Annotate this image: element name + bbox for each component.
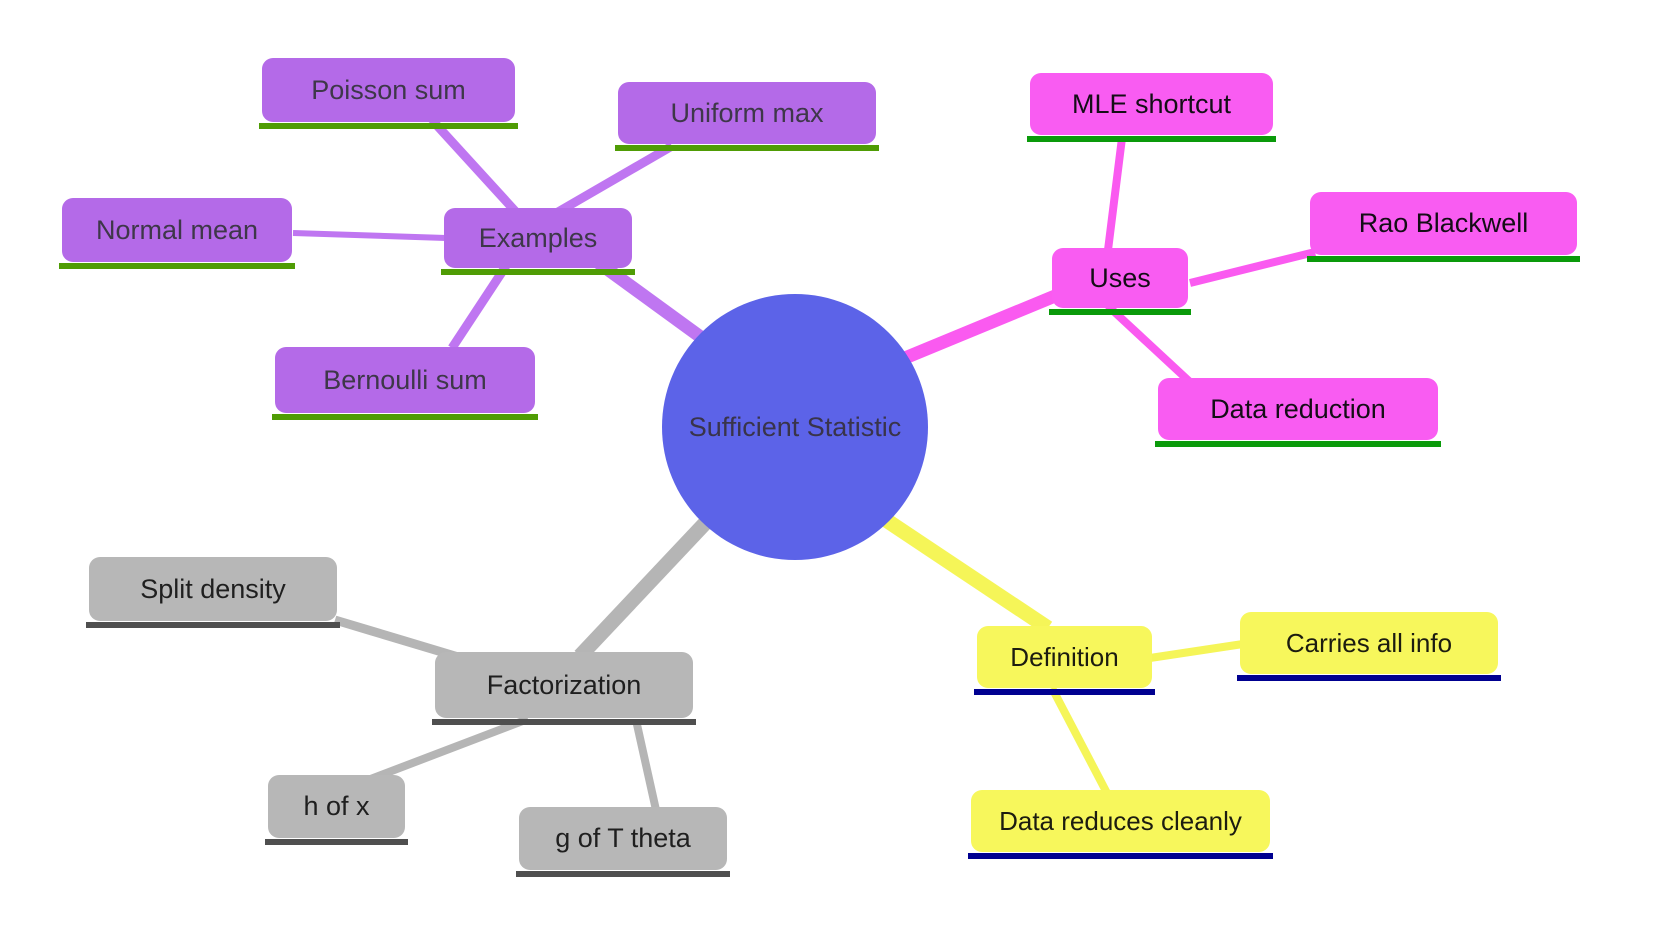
node-data-reduces-cleanly[interactable]: Data reduces cleanly [968, 790, 1273, 859]
central-node-sufficient-statistic[interactable]: Sufficient Statistic [662, 294, 928, 560]
link-bernoulli-examples [448, 263, 510, 351]
node-bernoulli-sum[interactable]: Bernoulli sum [272, 347, 538, 420]
link-goft-factorization [632, 719, 660, 811]
node-rao-blackwell[interactable]: Rao Blackwell [1307, 192, 1580, 262]
node-uses[interactable]: Uses [1049, 248, 1191, 315]
link-factorization-center [574, 512, 716, 662]
central-node-label: Sufficient Statistic [688, 411, 902, 442]
node-normal-mean-label: Normal mean [95, 214, 259, 245]
node-uses-label: Uses [1089, 262, 1151, 293]
node-split-density[interactable]: Split density [86, 557, 340, 628]
link-datareduction-uses [1105, 303, 1193, 385]
link-uniform-examples [555, 142, 675, 216]
node-h-of-x[interactable]: h of x [265, 775, 408, 845]
node-carries-all-info-label: Carries all info [1285, 627, 1453, 658]
node-data-reduces-cleanly-label: Data reduces cleanly [999, 805, 1242, 836]
node-poisson-sum-label: Poisson sum [311, 74, 466, 105]
link-rao-uses [1189, 248, 1316, 287]
node-definition-label: Definition [1010, 641, 1119, 672]
node-uniform-max-label: Uniform max [670, 97, 824, 128]
node-definition[interactable]: Definition [974, 626, 1155, 695]
node-mle-shortcut[interactable]: MLE shortcut [1027, 73, 1276, 142]
node-data-reduction-label: Data reduction [1210, 393, 1386, 424]
link-uses-center [897, 289, 1058, 367]
link-mle-uses [1104, 137, 1126, 251]
node-rao-blackwell-label: Rao Blackwell [1358, 208, 1529, 238]
node-factorization[interactable]: Factorization [432, 652, 696, 725]
node-examples[interactable]: Examples [441, 208, 635, 275]
node-uniform-max[interactable]: Uniform max [615, 82, 879, 151]
node-normal-mean[interactable]: Normal mean [59, 198, 295, 269]
link-cleanly-definition [1048, 686, 1112, 797]
node-factorization-label: Factorization [486, 669, 642, 700]
node-g-of-t-theta[interactable]: g of T theta [516, 807, 730, 877]
node-mle-shortcut-label: MLE shortcut [1071, 88, 1232, 119]
link-hofx-factorization [366, 715, 530, 784]
node-examples-label: Examples [478, 222, 598, 253]
link-carries-definition [1149, 640, 1244, 662]
node-bernoulli-sum-label: Bernoulli sum [323, 364, 487, 395]
node-carries-all-info[interactable]: Carries all info [1237, 612, 1501, 681]
link-normal-examples [292, 230, 447, 241]
node-poisson-sum[interactable]: Poisson sum [259, 58, 518, 129]
link-poisson-examples [428, 116, 520, 216]
node-data-reduction[interactable]: Data reduction [1155, 378, 1441, 447]
link-definition-center [863, 501, 1053, 635]
node-h-of-x-label: h of x [303, 791, 370, 821]
node-split-density-label: Split density [140, 573, 286, 604]
node-g-of-t-theta-label: g of T theta [555, 823, 691, 853]
